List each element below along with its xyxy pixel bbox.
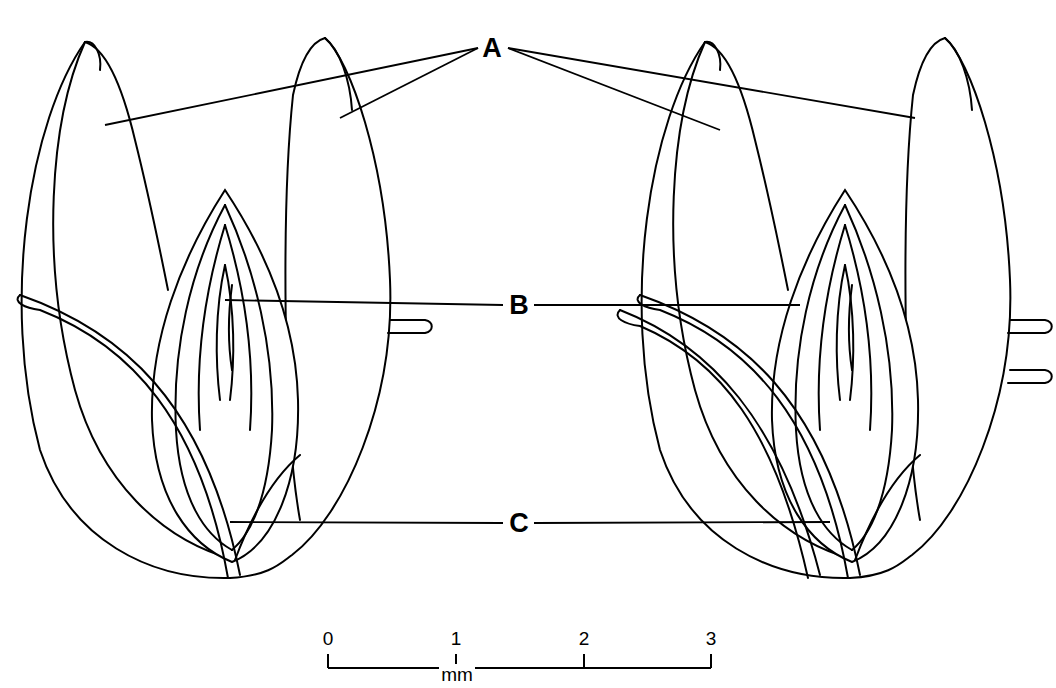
scale-number: 0 (321, 628, 336, 649)
part-letter: A (480, 34, 504, 63)
scale-number: 2 (577, 628, 592, 649)
right-spikelet (638, 38, 1052, 578)
part-letter: C (507, 509, 531, 538)
scale-unit: mm (439, 664, 475, 685)
leader-lines (105, 48, 915, 523)
scale-number: 1 (449, 628, 464, 649)
right-extras (618, 310, 1052, 578)
left-spikelet (18, 38, 432, 578)
scale-number: 3 (704, 628, 719, 649)
part-letter: B (507, 291, 531, 320)
scale-bar (328, 654, 711, 668)
